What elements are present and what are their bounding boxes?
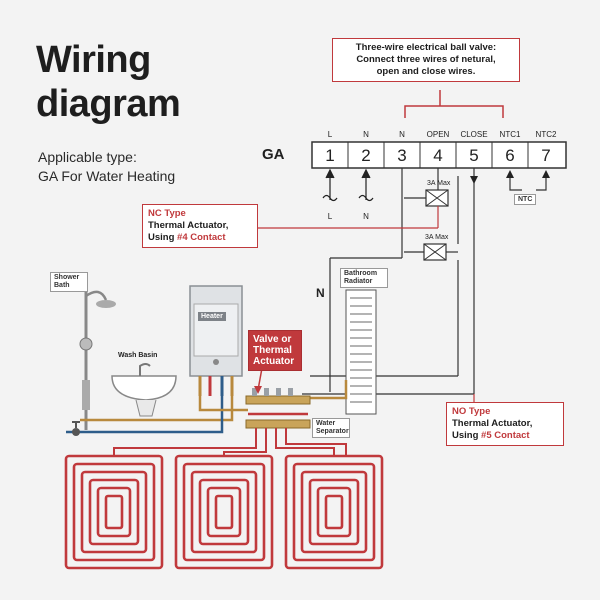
coil-feed-pipes bbox=[113, 428, 347, 456]
no-type-title: NO Type bbox=[452, 406, 491, 417]
relay-2-label: 3A Max bbox=[425, 234, 449, 241]
controller-label: GA bbox=[262, 146, 285, 163]
terminal-number-5: 5 bbox=[469, 146, 479, 165]
wash-basin-label: Wash Basin bbox=[118, 352, 158, 359]
no-type-prefix: Using bbox=[452, 430, 482, 441]
terminal-number-2: 2 bbox=[361, 146, 371, 165]
shower-fixture bbox=[79, 290, 116, 430]
terminal-label-5: CLOSE bbox=[460, 130, 488, 139]
no-type-note: NO Type Thermal Actuator, Using #5 Conta… bbox=[446, 402, 564, 446]
relay-1-label: 3A Max bbox=[427, 180, 451, 187]
supply-label-l: L bbox=[327, 212, 333, 221]
radiator-label: Bathroom Radiator bbox=[340, 268, 388, 288]
terminal-number-1: 1 bbox=[325, 146, 335, 165]
terminal-number-6: 6 bbox=[505, 146, 515, 165]
terminal-label-1: L bbox=[327, 130, 333, 139]
heater-unit bbox=[189, 285, 243, 396]
radiator-body bbox=[345, 289, 377, 415]
terminal-number-3: 3 bbox=[397, 146, 407, 165]
ball-valve-note-line-1: Three-wire electrical ball valve: bbox=[355, 42, 497, 53]
floor-heating-coils bbox=[64, 454, 384, 570]
ball-valve-note-line-3: open and close wires. bbox=[376, 66, 476, 77]
nc-type-contact: #4 Contact bbox=[177, 232, 226, 243]
title-line-2: diagram bbox=[36, 83, 181, 125]
subtitle-line-1: Applicable type: bbox=[38, 149, 137, 165]
title-line-1: Wiring bbox=[36, 39, 151, 81]
applicable-type: Applicable type: GA For Water Heating bbox=[38, 148, 175, 186]
page-title: Wiring diagram bbox=[36, 38, 181, 126]
no-type-contact: #5 Contact bbox=[481, 430, 530, 441]
terminal-label-6: NTC1 bbox=[499, 130, 521, 139]
inlet-valve bbox=[72, 421, 80, 436]
ntc-sensor-label: NTC bbox=[514, 194, 537, 205]
actuator-label: Valve or Thermal Actuator bbox=[248, 330, 302, 371]
supply-arrows bbox=[322, 168, 374, 202]
nc-type-line-2: Thermal Actuator, bbox=[148, 220, 229, 231]
ball-valve-note: Three-wire electrical ball valve: Connec… bbox=[332, 38, 520, 82]
terminal-label-3: N bbox=[399, 130, 405, 139]
shower-label: Shower Bath bbox=[50, 272, 88, 292]
terminal-label-7: NTC2 bbox=[535, 130, 557, 139]
no-type-line-2: Thermal Actuator, bbox=[452, 418, 533, 429]
nc-type-note: NC Type Thermal Actuator, Using #4 Conta… bbox=[142, 204, 258, 248]
terminal-label-2: N bbox=[363, 130, 369, 139]
ball-valve-note-line-2: Connect three wires of netural, bbox=[356, 54, 496, 65]
terminal-number-7: 7 bbox=[541, 146, 551, 165]
neutral-label: N bbox=[316, 286, 325, 300]
water-separator bbox=[245, 388, 311, 429]
nc-type-title: NC Type bbox=[148, 208, 186, 219]
terminal-number-4: 4 bbox=[433, 146, 443, 165]
ball-valve-bracket bbox=[404, 105, 504, 118]
supply-label-n: N bbox=[363, 212, 369, 221]
separator-label: Water Separator bbox=[312, 418, 350, 438]
subtitle-line-2: GA For Water Heating bbox=[38, 168, 176, 184]
wash-basin-fixture bbox=[111, 363, 177, 417]
terminal-block bbox=[311, 141, 567, 169]
nc-type-prefix: Using bbox=[148, 232, 178, 243]
heater-label: Heater bbox=[198, 312, 226, 321]
terminal-label-4: OPEN bbox=[426, 130, 450, 139]
